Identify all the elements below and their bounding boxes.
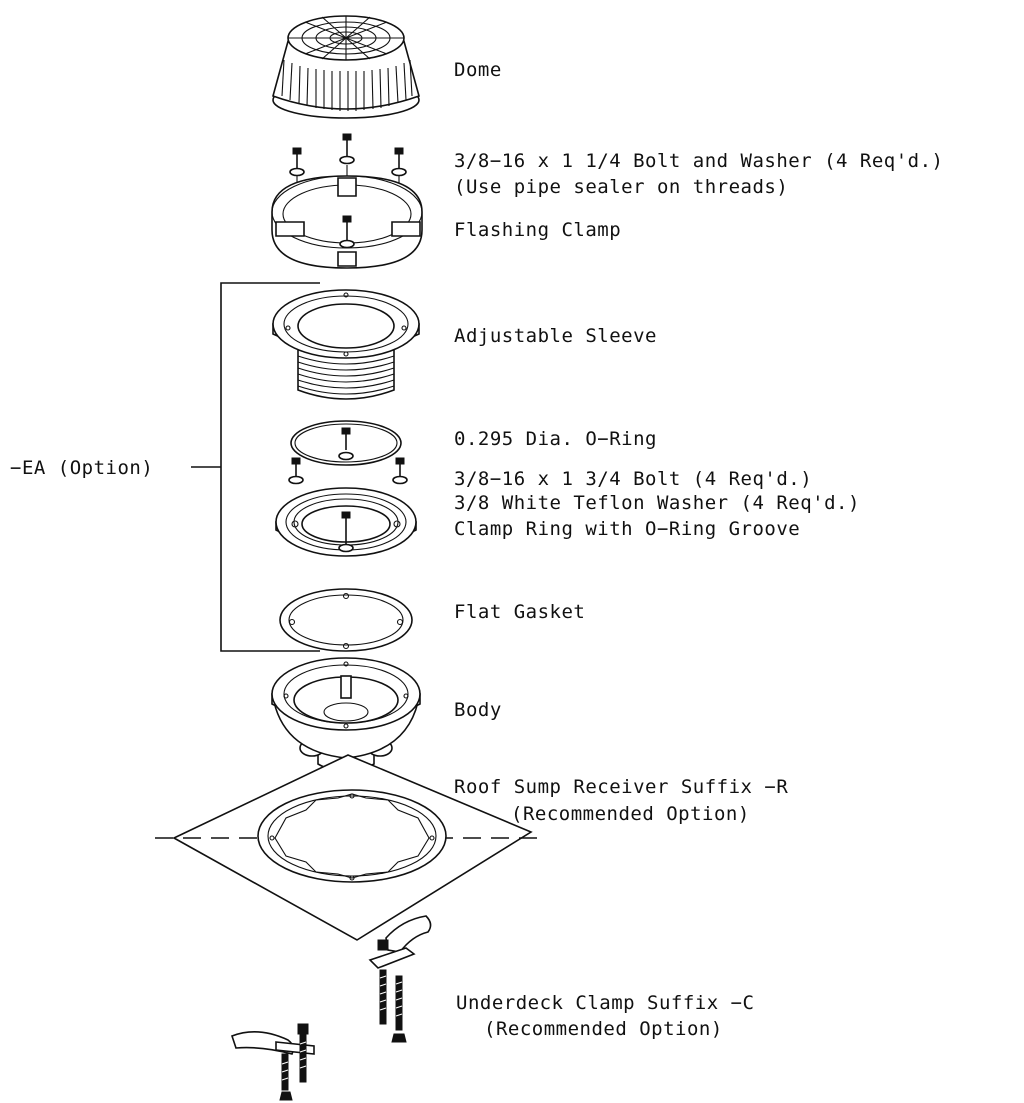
label-sump-receiver: Roof Sump Receiver Suffix −R <box>454 776 788 798</box>
label-o-ring: 0.295 Dia. O−Ring <box>454 428 657 450</box>
o-ring-part <box>288 420 408 485</box>
underdeck-clamp-part <box>230 915 432 1101</box>
label-pipe-sealer: (Use pipe sealer on threads) <box>454 176 788 198</box>
label-clamp-ring: Clamp Ring with O−Ring Groove <box>454 518 800 540</box>
label-flat-gasket: Flat Gasket <box>454 601 585 623</box>
label-ea-option: −EA (Option) <box>10 457 153 479</box>
label-flashing-clamp: Flashing Clamp <box>454 219 621 241</box>
flat-gasket-part <box>279 588 413 652</box>
label-bolt-washer: 3/8−16 x 1 1/4 Bolt and Washer (4 Req'd.… <box>454 150 944 172</box>
label-teflon-washer: 3/8 White Teflon Washer (4 Req'd.) <box>454 492 860 514</box>
label-underdeck-clamp: Underdeck Clamp Suffix −C <box>456 992 754 1014</box>
flashing-clamp-part <box>271 133 423 269</box>
label-adjustable-sleeve: Adjustable Sleeve <box>454 325 657 347</box>
label-sump-receiver-note: (Recommended Option) <box>511 803 750 825</box>
roof-sump-receiver-part <box>155 754 545 941</box>
adjustable-sleeve-part <box>272 289 420 400</box>
label-body: Body <box>454 699 502 721</box>
dome-part <box>272 15 420 119</box>
clamp-ring-part <box>275 487 417 557</box>
label-bolt-long: 3/8−16 x 1 3/4 Bolt (4 Req'd.) <box>454 468 812 490</box>
ea-option-bracket <box>191 282 320 652</box>
label-underdeck-clamp-note: (Recommended Option) <box>484 1018 723 1040</box>
label-dome: Dome <box>454 59 502 81</box>
body-part <box>271 657 421 773</box>
